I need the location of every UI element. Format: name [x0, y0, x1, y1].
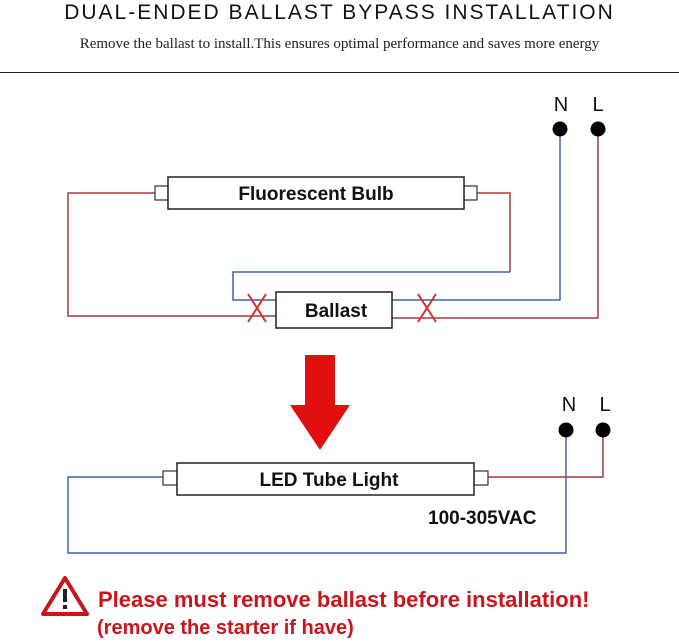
header-divider — [0, 72, 679, 73]
warning-sub-text: (remove the starter if have) — [97, 617, 354, 639]
warning-main-text: Please must remove ballast before instal… — [98, 587, 590, 612]
fluorescent-bulb-label: Fluorescent Bulb — [238, 184, 393, 205]
after-terminal-n-dot — [558, 422, 574, 438]
led-tube — [176, 462, 475, 496]
before-blue-loop-wire — [232, 271, 510, 301]
before-diagram: N L Fluorescent Bulb Ballast — [67, 94, 606, 329]
warning-triangle-icon — [41, 576, 89, 616]
ballast-label: Ballast — [305, 301, 368, 322]
before-terminal-n-dot — [552, 121, 568, 137]
led-tube-label: LED Tube Light — [260, 470, 400, 491]
before-terminal-l-label: L — [592, 94, 603, 116]
right-cut-mark-icon — [417, 293, 437, 323]
page-title: DUAL-ENDED BALLAST BYPASS INSTALLATION — [64, 1, 615, 24]
page-subtitle: Remove the ballast to install.This ensur… — [79, 36, 600, 52]
before-neutral-wire — [392, 134, 561, 301]
after-live-wire — [488, 432, 604, 478]
before-terminal-l-dot — [590, 121, 606, 137]
after-terminal-n-label: N — [562, 394, 576, 416]
after-diagram: N L LED Tube Light 100-305VAC — [67, 394, 611, 554]
before-live-wire — [392, 134, 599, 319]
after-terminal-l-dot — [595, 422, 611, 438]
fluorescent-bulb — [167, 176, 465, 210]
after-terminal-l-label: L — [599, 394, 610, 416]
ballast-box — [275, 291, 393, 329]
after-neutral-wire — [67, 432, 567, 554]
before-bulb-right-pin — [463, 185, 478, 201]
before-left-red-wire — [67, 192, 276, 317]
left-cut-mark-icon — [247, 293, 267, 323]
voltage-label: 100-305VAC — [428, 508, 537, 529]
before-bulb-left-pin — [154, 185, 169, 201]
after-tube-left-pin — [162, 470, 178, 486]
down-arrow-icon — [290, 355, 350, 450]
after-tube-right-pin — [473, 470, 489, 486]
before-right-red-wire — [477, 192, 511, 272]
before-terminal-n-label: N — [554, 94, 568, 116]
